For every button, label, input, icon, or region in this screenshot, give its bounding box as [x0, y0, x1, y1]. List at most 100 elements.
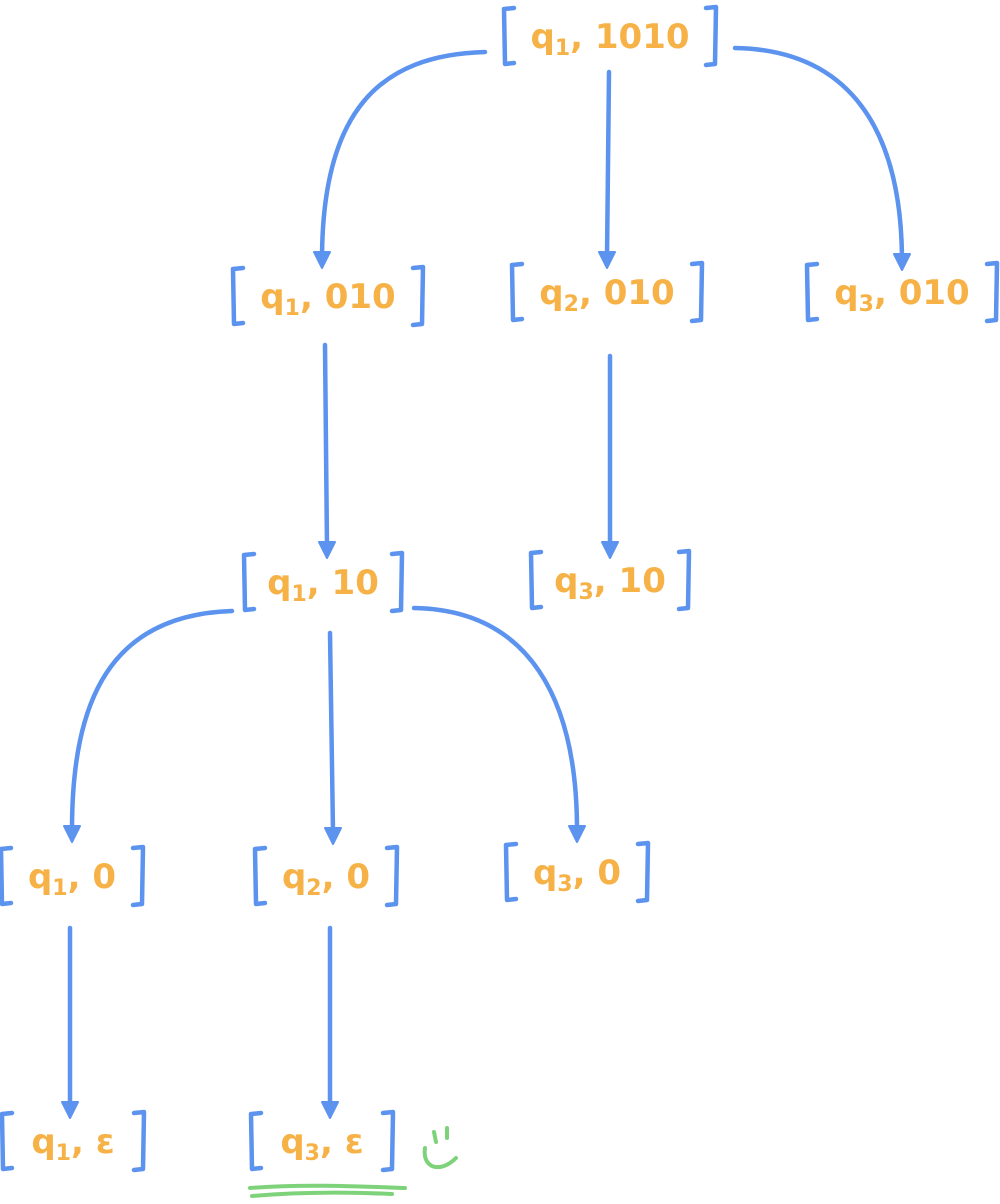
remaining-input: 10	[332, 563, 379, 603]
edge-n0-n1	[313, 49, 488, 269]
node-n0: q1, 1010	[501, 4, 719, 68]
remaining-input: 0	[597, 853, 621, 893]
left-bracket	[0, 845, 14, 907]
state-subscript: 3	[859, 292, 874, 317]
right-bracket	[389, 550, 405, 614]
edge-n0-n3	[732, 45, 911, 271]
node-n5: q3, 10	[528, 548, 692, 612]
accept-underline	[248, 1183, 407, 1190]
separator: ,	[300, 277, 325, 317]
state-subscript: 3	[557, 872, 572, 897]
state-symbol: q	[282, 857, 306, 897]
state-symbol: q	[31, 1122, 55, 1162]
state-symbol: q	[280, 1122, 304, 1162]
left-bracket	[503, 841, 519, 903]
node-label: q1, 10	[267, 563, 379, 607]
edge-line	[411, 605, 580, 833]
left-bracket	[252, 845, 268, 907]
arrowhead-icon	[568, 825, 586, 843]
arrowhead-icon	[313, 251, 331, 269]
edge-n4-n7	[324, 630, 342, 845]
edge-n7-n10	[321, 925, 339, 1119]
arrowhead-icon	[324, 827, 342, 845]
accept-marker	[248, 1126, 458, 1198]
right-bracket	[689, 260, 705, 324]
separator: ,	[71, 1122, 96, 1162]
left-bracket	[501, 5, 517, 67]
right-bracket	[410, 264, 426, 328]
node-label: q1, ε	[31, 1122, 114, 1166]
state-symbol: q	[267, 563, 291, 603]
remaining-input: 010	[325, 277, 396, 317]
remaining-input: 10	[619, 561, 666, 601]
separator: ,	[570, 17, 595, 57]
state-symbol: q	[28, 857, 52, 897]
arrowhead-icon	[318, 541, 336, 559]
edge-n2-n5	[601, 353, 619, 559]
separator: ,	[874, 273, 899, 313]
state-subscript: 2	[564, 292, 579, 317]
separator: ,	[307, 563, 332, 603]
node-label: q1, 010	[260, 277, 395, 321]
state-subscript: 1	[52, 876, 67, 901]
arrowhead-icon	[63, 825, 81, 843]
node-label: q3, 010	[834, 273, 969, 317]
right-bracket	[130, 844, 146, 908]
node-label: q3, ε	[280, 1122, 363, 1166]
right-bracket	[131, 1109, 147, 1173]
remaining-input: 010	[899, 273, 970, 313]
separator: ,	[573, 853, 598, 893]
state-subscript: 2	[306, 876, 321, 901]
state-symbol: q	[530, 17, 554, 57]
edge-n4-n8	[411, 605, 586, 843]
edge-n0-n2	[598, 69, 616, 269]
node-label: q1, 0	[28, 857, 116, 901]
state-symbol: q	[539, 273, 563, 313]
edge-n6-n9	[61, 925, 79, 1119]
left-bracket	[248, 1110, 264, 1172]
state-symbol: q	[533, 853, 557, 893]
state-symbol: q	[260, 277, 284, 317]
left-bracket	[509, 261, 525, 323]
edge-line	[319, 49, 488, 263]
state-subscript: 1	[285, 296, 300, 321]
edge-line	[322, 342, 330, 551]
state-subscript: 1	[56, 1141, 71, 1166]
remaining-input: 1010	[595, 17, 690, 57]
right-bracket	[984, 260, 1000, 324]
right-bracket	[676, 548, 692, 612]
edge-line	[69, 608, 235, 833]
node-n8: q3, 0	[503, 840, 651, 904]
state-subscript: 3	[578, 580, 593, 605]
separator: ,	[322, 857, 347, 897]
arrowhead-icon	[61, 1101, 79, 1119]
left-bracket	[0, 1110, 15, 1172]
right-bracket	[703, 4, 719, 68]
node-n3: q3, 010	[804, 260, 1000, 324]
left-bracket	[230, 265, 246, 327]
edge-line	[732, 45, 905, 265]
node-n6: q1, 0	[0, 844, 146, 908]
state-subscript: 1	[291, 582, 306, 607]
left-bracket	[241, 551, 257, 613]
separator: ,	[68, 857, 93, 897]
state-symbol: q	[834, 273, 858, 313]
arrowhead-icon	[598, 251, 616, 269]
right-bracket	[380, 1109, 396, 1173]
node-n2: q2, 010	[509, 260, 705, 324]
node-n4: q1, 10	[241, 550, 405, 614]
separator: ,	[320, 1122, 345, 1162]
node-label: q3, 0	[533, 853, 621, 897]
left-bracket	[804, 261, 820, 323]
edges-layer	[61, 45, 911, 1119]
node-label: q1, 1010	[530, 17, 689, 61]
node-label: q3, 10	[554, 561, 666, 605]
left-bracket	[528, 549, 544, 611]
edge-line	[604, 69, 612, 261]
remaining-input: ε	[345, 1122, 364, 1162]
remaining-input: 0	[92, 857, 116, 897]
remaining-input: 0	[346, 857, 370, 897]
remaining-input: 010	[604, 273, 675, 313]
